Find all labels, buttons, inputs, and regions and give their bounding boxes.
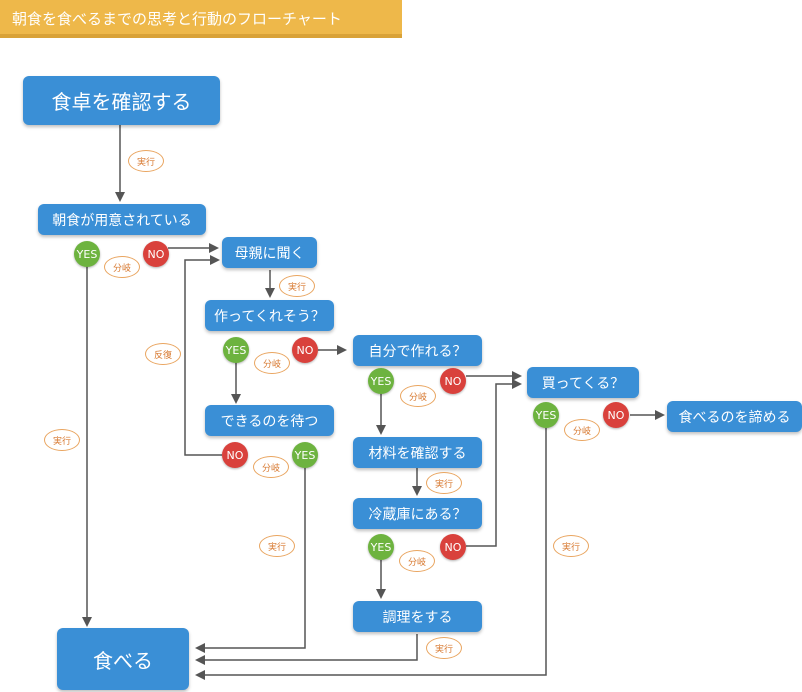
edge-label-branch: 分岐 bbox=[400, 385, 436, 407]
node-breakfast-ready: 朝食が用意されている bbox=[38, 204, 206, 235]
node-wait: できるのを待つ bbox=[205, 405, 334, 436]
edge-label-branch: 分岐 bbox=[399, 550, 435, 572]
yes-badge: YES bbox=[368, 534, 394, 560]
node-give-up: 食べるのを諦める bbox=[667, 401, 802, 432]
edge-label-execute: 実行 bbox=[426, 637, 462, 659]
edge-label-branch: 分岐 bbox=[254, 352, 290, 374]
edge-label-repeat: 反復 bbox=[145, 343, 181, 365]
node-in-fridge: 冷蔵庫にある？ bbox=[353, 498, 482, 529]
edge-label-execute: 実行 bbox=[279, 275, 315, 297]
yes-badge: YES bbox=[74, 241, 100, 267]
edge-repeat bbox=[184, 255, 222, 456]
node-check-table: 食卓を確認する bbox=[23, 76, 220, 125]
edge-label-branch: 分岐 bbox=[104, 256, 140, 278]
node-eat: 食べる bbox=[57, 628, 189, 690]
no-badge: NO bbox=[603, 402, 629, 428]
no-badge: NO bbox=[143, 241, 169, 267]
edge-cook-eat bbox=[195, 634, 418, 665]
edge-label-branch: 分岐 bbox=[253, 456, 289, 478]
node-cook: 調理をする bbox=[353, 601, 482, 632]
edge-label-execute: 実行 bbox=[128, 150, 164, 172]
no-badge: NO bbox=[440, 534, 466, 560]
title-banner: 朝食を食べるまでの思考と行動のフローチャート bbox=[0, 0, 402, 38]
edge-label-execute: 実行 bbox=[426, 472, 462, 494]
node-buy: 買ってくる？ bbox=[527, 367, 639, 398]
no-badge: NO bbox=[292, 337, 318, 363]
node-will-make: 作ってくれそう？ bbox=[205, 300, 334, 331]
edge-label-execute: 実行 bbox=[553, 535, 589, 557]
yes-badge: YES bbox=[292, 442, 318, 468]
node-check-ingredients: 材料を確認する bbox=[353, 437, 482, 468]
yes-badge: YES bbox=[223, 337, 249, 363]
edge-label-branch: 分岐 bbox=[564, 419, 600, 441]
diagram-title: 朝食を食べるまでの思考と行動のフローチャート bbox=[12, 10, 342, 28]
edge-label-execute: 実行 bbox=[44, 429, 80, 451]
edge-wait-yes-eat bbox=[195, 467, 306, 653]
yes-badge: YES bbox=[533, 402, 559, 428]
yes-badge: YES bbox=[368, 368, 394, 394]
node-ask-mother: 母親に聞く bbox=[222, 237, 317, 268]
node-can-make-self: 自分で作れる？ bbox=[353, 335, 482, 366]
no-badge: NO bbox=[440, 368, 466, 394]
edge-buy-yes-eat bbox=[195, 428, 547, 680]
edge-fridge-no-buy bbox=[466, 379, 522, 547]
edge-label-execute: 実行 bbox=[259, 535, 295, 557]
no-badge: NO bbox=[222, 442, 248, 468]
